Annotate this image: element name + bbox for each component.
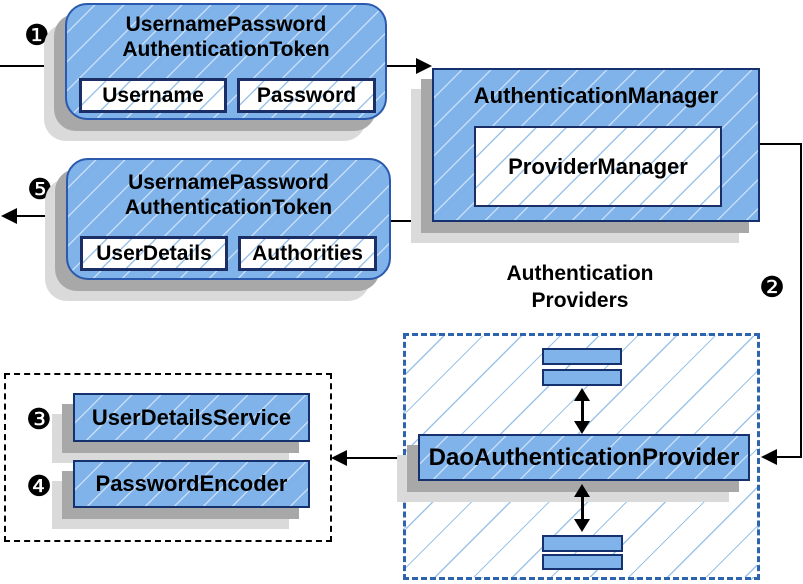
manager-to-provider-line-top	[759, 143, 802, 145]
token-response-title: UsernamePassword AuthenticationToken	[68, 160, 389, 220]
username-field-label: Username	[102, 83, 204, 107]
provider-link-double-arrow-icon	[574, 388, 590, 434]
provider-manager-label: ProviderManager	[508, 153, 688, 179]
manager-to-response-line	[391, 220, 433, 222]
authentication-providers-label-line2: Providers	[531, 289, 629, 312]
token-response-title-line2: AuthenticationToken	[124, 196, 333, 219]
manager-to-provider-line-bottom	[776, 456, 802, 458]
other-provider-placeholder-bar	[542, 554, 623, 570]
authentication-manager-title: AuthenticationManager	[473, 83, 719, 108]
token-to-manager-line	[387, 65, 417, 67]
token-request-title: UsernamePassword AuthenticationToken	[67, 5, 385, 62]
step-2-badge-icon: ❷	[759, 270, 785, 304]
incoming-request-line	[0, 65, 68, 67]
provider-link-double-arrow-icon	[574, 484, 590, 532]
other-provider-placeholder-bar	[542, 348, 622, 365]
username-password-token-request-box: UsernamePassword AuthenticationToken Use…	[65, 3, 387, 120]
manager-to-provider-arrowhead-icon	[761, 449, 777, 465]
password-encoder-box: PasswordEncoder	[73, 460, 310, 508]
step-1-badge-icon: ❶	[24, 18, 50, 52]
dao-authentication-provider-label: DaoAuthenticationProvider	[428, 443, 740, 471]
authorities-field-label: Authorities	[252, 241, 363, 265]
dao-authentication-provider-box: DaoAuthenticationProvider	[418, 434, 750, 481]
password-field-box: Password	[237, 78, 376, 113]
password-encoder-label: PasswordEncoder	[95, 471, 288, 496]
token-response-title-line1: UsernamePassword	[128, 171, 329, 194]
password-field-label: Password	[256, 83, 357, 107]
user-details-service-box: UserDetailsService	[73, 393, 310, 442]
username-field-box: Username	[79, 78, 227, 113]
provider-manager-box: ProviderManager	[474, 126, 722, 207]
manager-to-provider-line-vertical	[800, 143, 802, 458]
response-outgoing-arrowhead-icon	[1, 208, 17, 224]
response-outgoing-line	[12, 215, 68, 217]
user-details-field-box: UserDetails	[80, 236, 228, 271]
authentication-manager-box: AuthenticationManager ProviderManager	[432, 68, 760, 222]
user-details-field-label: UserDetails	[96, 241, 212, 265]
other-provider-placeholder-bar	[542, 369, 622, 386]
username-password-token-response-box: UsernamePassword AuthenticationToken Use…	[66, 158, 391, 280]
step-3-badge-icon: ❸	[26, 402, 52, 436]
authentication-providers-label-line1: Authentication	[506, 262, 654, 285]
step-5-badge-icon: ❺	[27, 172, 53, 206]
token-request-title-line1: UsernamePassword	[125, 13, 327, 36]
user-details-service-label: UserDetailsService	[91, 404, 292, 430]
provider-to-services-arrowhead-icon	[331, 450, 347, 466]
token-request-title-line2: AuthenticationToken	[122, 38, 330, 61]
token-to-manager-arrowhead-icon	[416, 58, 432, 74]
other-provider-placeholder-bar	[542, 535, 623, 552]
provider-to-services-line	[346, 457, 418, 459]
authorities-field-box: Authorities	[238, 236, 377, 271]
step-4-badge-icon: ❹	[26, 469, 52, 503]
authentication-providers-label: Authentication Providers	[455, 260, 705, 314]
